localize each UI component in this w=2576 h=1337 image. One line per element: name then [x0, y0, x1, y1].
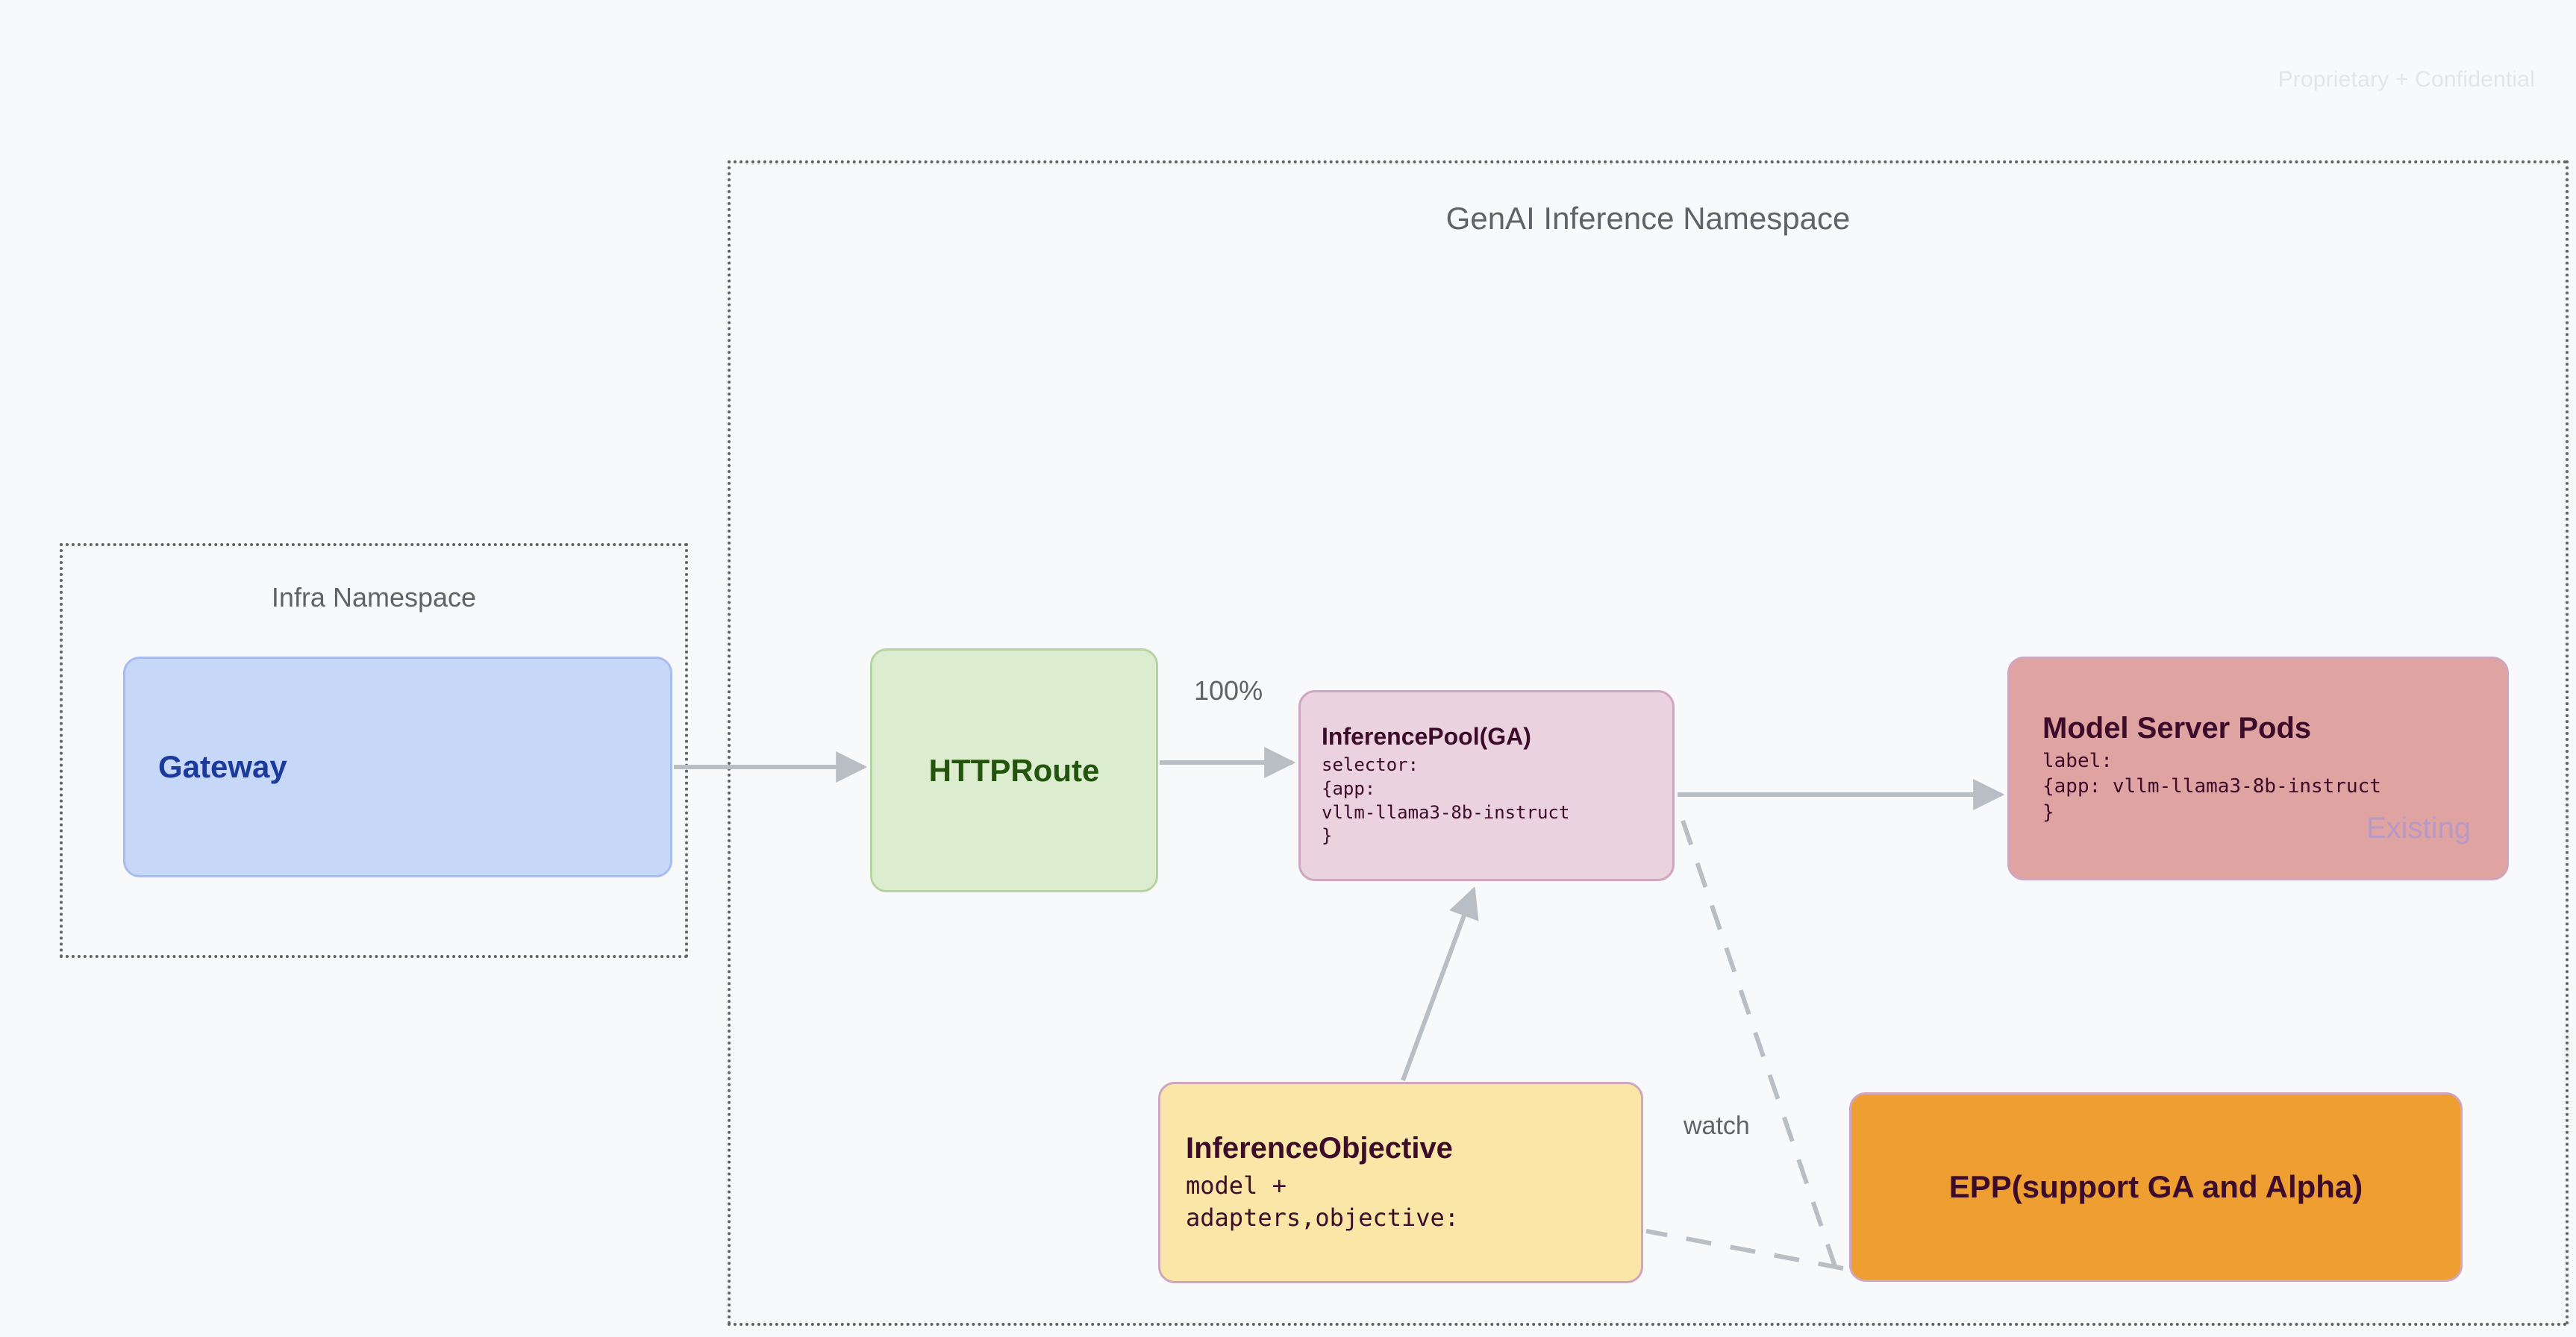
node-inference-pool-title: InferencePool(GA): [1322, 723, 1531, 751]
namespace-genai-title: GenAI Inference Namespace: [1445, 201, 1851, 236]
namespace-infra: Infra Namespace: [60, 543, 688, 958]
confidential-note: Proprietary + Confidential: [2278, 67, 2535, 92]
node-model-server-pods[interactable]: Model Server Pods label: {app: vllm-llam…: [2007, 657, 2509, 880]
edge-label-watch: watch: [1684, 1112, 1750, 1140]
edge-label-traffic-weight: 100%: [1194, 675, 1263, 706]
existing-badge: Existing: [2366, 812, 2471, 845]
namespace-genai-inference: GenAI Inference Namespace: [728, 160, 2569, 1326]
node-inference-pool-body: selector: {app: vllm-llama3-8b-instruct …: [1322, 754, 1570, 847]
node-model-server-pods-body: label: {app: vllm-llama3-8b-instruct }: [2042, 750, 2381, 824]
node-inference-objective[interactable]: InferenceObjective model + adapters,obje…: [1158, 1082, 1643, 1283]
node-epp[interactable]: EPP(support GA and Alpha): [1849, 1092, 2463, 1282]
node-gateway-title: Gateway: [158, 749, 287, 784]
node-httproute-title: HTTPRoute: [928, 752, 1100, 788]
node-inference-objective-title: InferenceObjective: [1186, 1132, 1453, 1165]
node-httproute[interactable]: HTTPRoute: [870, 648, 1158, 892]
node-model-server-pods-title: Model Server Pods: [2042, 712, 2312, 745]
namespace-infra-title: Infra Namespace: [271, 582, 477, 613]
node-epp-title: EPP(support GA and Alpha): [1948, 1169, 2363, 1204]
node-inference-objective-body: model + adapters,objective:: [1186, 1171, 1460, 1232]
node-inference-pool[interactable]: InferencePool(GA) selector: {app: vllm-l…: [1298, 690, 1675, 881]
node-gateway[interactable]: Gateway: [123, 657, 672, 877]
